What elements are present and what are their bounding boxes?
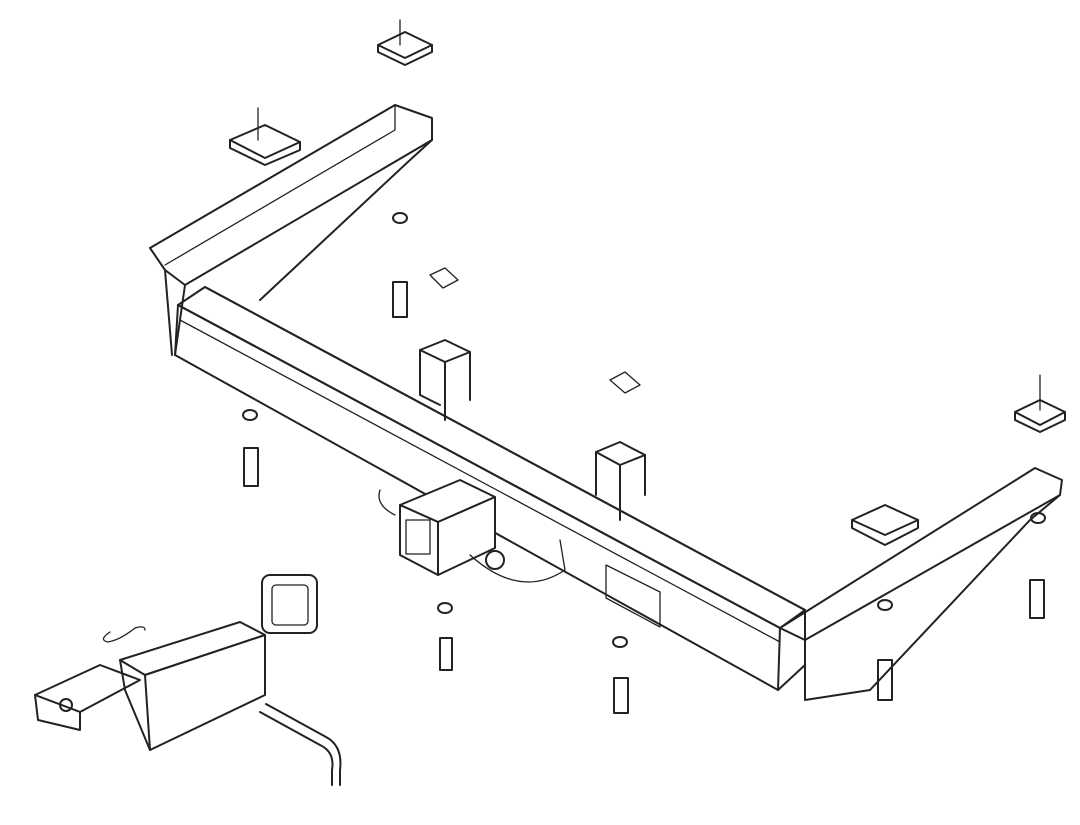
spacer-plates [229, 19, 1066, 546]
receiver-crossbar [174, 286, 806, 691]
receiver-cover [261, 574, 318, 634]
ball-mount [34, 621, 266, 751]
clip [102, 626, 146, 643]
carriage-bolt-spacers [419, 267, 646, 521]
right-side-bracket [779, 467, 1063, 701]
left-side-bracket [149, 104, 433, 356]
hitch-pin [259, 703, 342, 786]
mounting-bolts [242, 212, 1046, 714]
receiver-tube [378, 479, 566, 583]
